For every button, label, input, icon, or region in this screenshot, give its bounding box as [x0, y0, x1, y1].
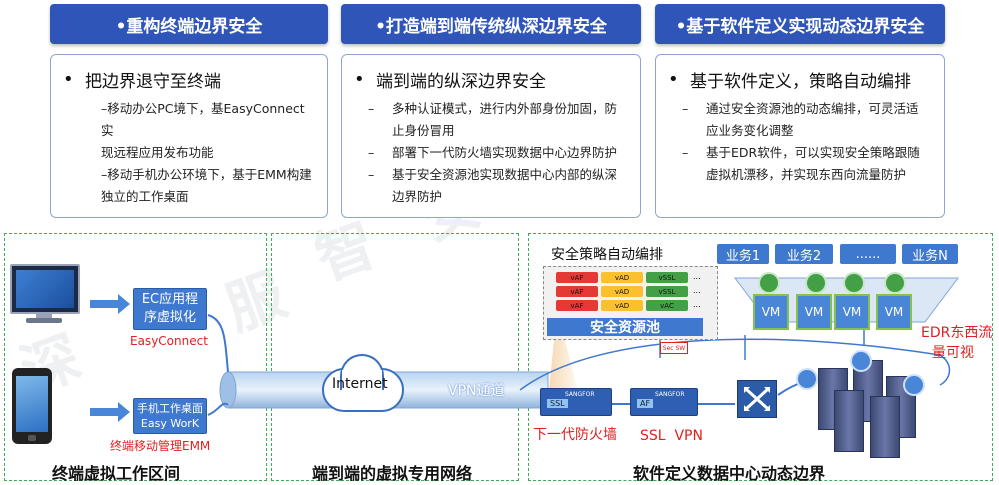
- zone-vpn-network: [271, 233, 519, 481]
- pool-chip: vAF: [556, 272, 598, 283]
- business-more: ......: [840, 244, 896, 264]
- pool-chip: vSSL: [646, 272, 688, 283]
- ec-to-tunnel-line: [207, 314, 229, 373]
- header-end-to-end-boundary: •打造端到端传统纵深边界安全: [341, 4, 641, 44]
- emm-to-tunnel-line: [207, 402, 229, 416]
- ssl-vpn-label: SSL VPN: [640, 428, 703, 444]
- ssl-device-label: SSL: [547, 399, 568, 408]
- ssl-device-brand: SANGFOR: [565, 391, 595, 398]
- pc-monitor-icon: [10, 264, 80, 323]
- vpn-tunnel-end: [219, 371, 237, 409]
- af-device-brand: SANGFOR: [655, 391, 685, 398]
- ec-app-virtualization-box: EC应用程 序虚拟化: [133, 288, 207, 330]
- card-line-dash: –: [368, 167, 375, 182]
- business-2: 业务2: [775, 244, 833, 264]
- server-icon: [870, 396, 900, 458]
- card-line: 应业务变化调整: [706, 123, 794, 138]
- bullet-dot: •: [63, 69, 74, 90]
- header-terminal-boundary: •重构终端边界安全: [50, 4, 328, 44]
- pc-arrow: [90, 294, 130, 314]
- card-line: –移动手机办公环境下，基于EMM构建: [101, 167, 312, 182]
- card-line: –移动办公PC境下，基EasyConnect实: [101, 101, 305, 138]
- zone-label-datacenter: 软件定义数据中心动态边界: [633, 464, 826, 483]
- card-line-dash: –: [682, 101, 689, 116]
- card-software-defined: • 基于软件定义，策略自动编排 – 通过安全资源池的动态编排，可灵活适 应业务变化调…: [655, 54, 945, 218]
- server-edr-icon: [903, 374, 925, 396]
- pool-chip: vSSL: [646, 286, 688, 297]
- policy-cone: [548, 320, 580, 400]
- af-device: SANGFOR AF: [630, 388, 698, 416]
- card-line: 通过安全资源池的动态编排，可灵活适: [706, 101, 919, 116]
- business-1: 业务1: [717, 244, 769, 264]
- card-line: 现远程应用发布功能: [101, 145, 214, 160]
- vm-box: VM: [834, 294, 870, 330]
- card-line: 基于安全资源池实现数据中心内部的纵深: [392, 167, 618, 182]
- internet-cloud-icon: [318, 350, 404, 412]
- pool-chip: vAF: [556, 286, 598, 297]
- card-line: 基于EDR软件，可以实现安全策略跟随: [706, 145, 920, 160]
- pool-chip: vAD: [601, 300, 643, 311]
- pool-chip: vAF: [556, 300, 598, 311]
- bullet-dot: •: [668, 69, 679, 90]
- pool-label: 安全资源池: [547, 318, 703, 336]
- card-line: 止身份冒用: [392, 123, 455, 138]
- zone-datacenter: [528, 233, 993, 481]
- next-gen-firewall-label: 下一代防火墙: [533, 427, 617, 443]
- server-edr-icon: [850, 350, 872, 372]
- card-line-dash: –: [368, 145, 375, 160]
- zone-terminal: [4, 233, 267, 481]
- chip-more-2: ...: [693, 286, 701, 295]
- phone-arrow: [90, 402, 130, 422]
- card-bullet: 端到端的纵深边界安全: [376, 72, 546, 92]
- card-bullet: 把边界退守至终端: [85, 72, 221, 92]
- network-switch-icon: [737, 380, 777, 418]
- phone-icon: [12, 368, 52, 444]
- edr-label-line2: 量可视: [932, 345, 974, 361]
- edr-label-line1: EDR东西流: [921, 325, 993, 341]
- server-icon: [834, 390, 864, 452]
- zone-label-terminal: 终端虚拟工作区间: [52, 464, 181, 483]
- sec-sw-tag: Sec SW: [660, 342, 688, 354]
- card-line: 多种认证模式，进行内外部身份加固，防: [392, 101, 618, 116]
- vm-box: VM: [796, 294, 832, 330]
- mobile-box-line1: 手机工作桌面: [137, 402, 203, 415]
- mobile-box-line2: Easy WorK: [140, 417, 200, 430]
- header-software-defined-boundary: •基于软件定义实现动态边界安全: [655, 4, 945, 44]
- card-line: 部署下一代防火墙实现数据中心边界防护: [392, 145, 618, 160]
- ec-box-line1: EC应用程: [141, 292, 199, 307]
- vm-box: VM: [753, 294, 789, 330]
- chip-more-3: ...: [693, 300, 701, 309]
- pool-chip: vAD: [601, 286, 643, 297]
- card-line: 边界防护: [392, 189, 443, 204]
- vm-edr-icon: [758, 272, 780, 294]
- card-bullet: 基于软件定义，策略自动编排: [690, 72, 911, 92]
- easyconnect-caption: EasyConnect: [130, 334, 208, 348]
- vm-edr-icon: [805, 272, 827, 294]
- af-device-label: AF: [637, 399, 654, 408]
- mobile-desktop-box: 手机工作桌面 Easy WorK: [133, 398, 207, 434]
- card-end-to-end: • 端到端的纵深边界安全 – 多种认证模式，进行内外部身份加固，防 止身份冒用 – 部…: [341, 54, 641, 218]
- card-line-dash: –: [368, 101, 375, 116]
- card-line: 虚拟机漂移，并实现东西向流量防护: [706, 167, 907, 182]
- policy-orchestration-title: 安全策略自动编排: [551, 247, 663, 263]
- pool-chip: vAD: [601, 272, 643, 283]
- ec-box-line2: 序虚拟化: [143, 310, 196, 325]
- vm-box: VM: [876, 294, 912, 330]
- server-edr-icon: [796, 368, 818, 390]
- emm-caption: 终端移动管理EMM: [110, 439, 211, 453]
- business-n: 业务N: [902, 244, 958, 264]
- bullet-dot: •: [354, 69, 365, 90]
- card-line-dash: –: [682, 145, 689, 160]
- internet-label: Internet: [332, 376, 388, 392]
- chip-more-1: ...: [693, 272, 701, 281]
- vpn-tunnel-label: VPN通道: [448, 383, 505, 399]
- vm-edr-icon: [843, 272, 865, 294]
- zone-label-vpn: 端到端的虚拟专用网络: [312, 464, 473, 483]
- vm-edr-icon: [884, 272, 906, 294]
- dc-link-line: [519, 338, 951, 391]
- ssl-device: SANGFOR SSL: [540, 388, 612, 416]
- card-line: 独立的工作桌面: [101, 189, 189, 204]
- card-terminal: • 把边界退守至终端 –移动办公PC境下，基EasyConnect实 现远程应用发…: [50, 54, 328, 218]
- pool-chip: vAC: [646, 300, 688, 311]
